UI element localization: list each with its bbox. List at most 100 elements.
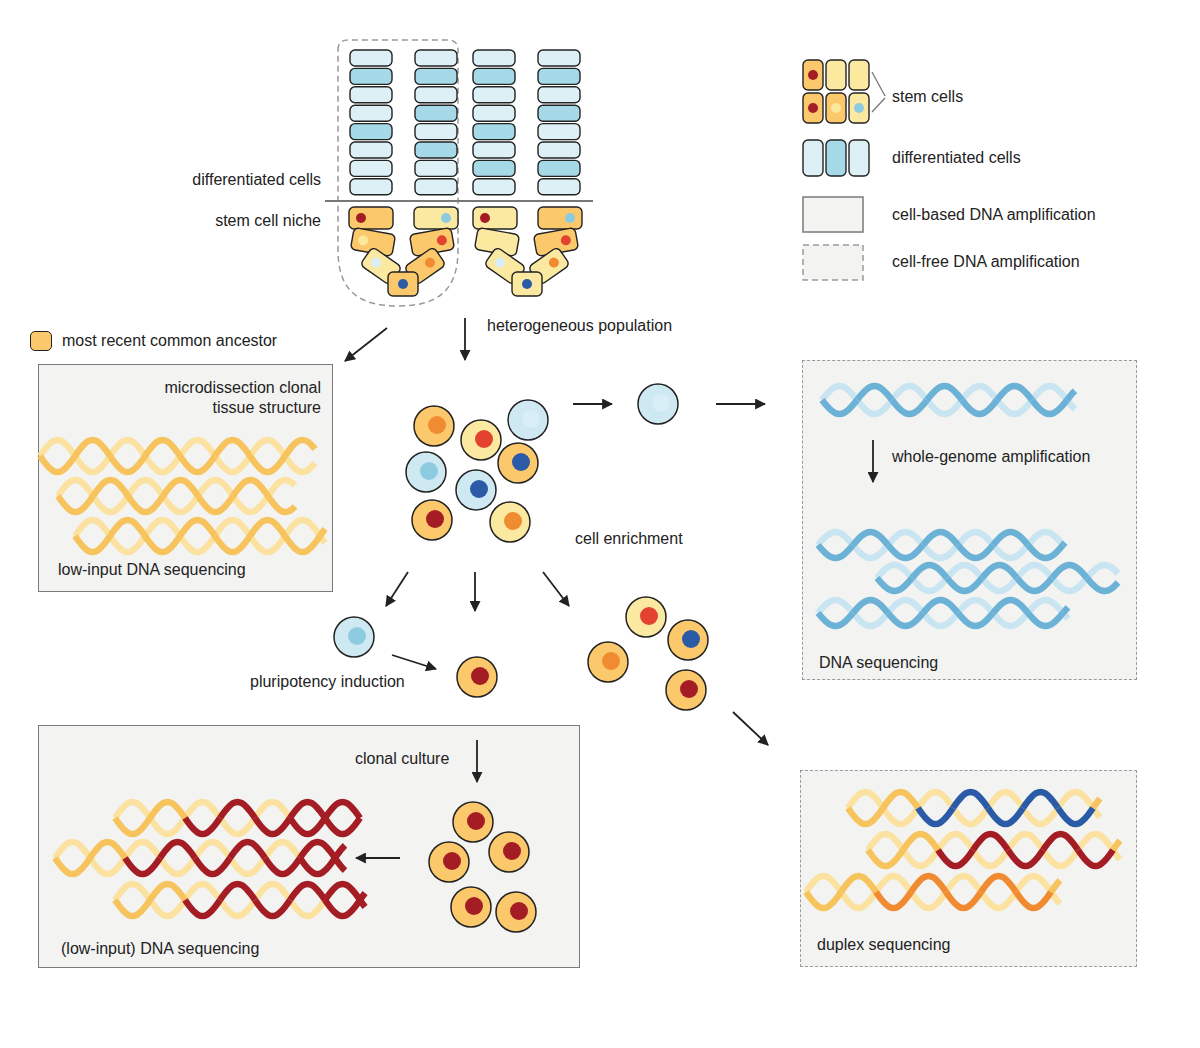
dna-strand <box>198 480 233 496</box>
flow-arrow <box>386 572 408 606</box>
dna-strand <box>993 613 1028 626</box>
dna-strand <box>180 520 215 536</box>
cell-body <box>803 140 823 176</box>
dna-strand <box>255 900 290 916</box>
flow-arrow <box>356 857 400 859</box>
cell-body <box>538 207 582 229</box>
cell-body <box>538 124 580 140</box>
dna-strand <box>90 842 125 858</box>
dna-strand <box>1023 808 1058 824</box>
differentiated-cell <box>538 105 580 121</box>
dna-helix <box>40 440 315 472</box>
round-cell <box>334 617 374 657</box>
legend-text: stem cells <box>892 87 963 107</box>
flow-arrow <box>345 328 387 361</box>
clone-outline <box>338 40 458 306</box>
dna-strand <box>962 400 997 414</box>
dna-strand <box>150 818 185 834</box>
stem-cell <box>528 247 570 286</box>
cell-body <box>666 670 706 710</box>
cell-nucleus <box>356 213 366 223</box>
dna-strand <box>1016 892 1051 908</box>
annotation-label: stem cell niche <box>215 211 321 231</box>
cell-body <box>538 179 580 195</box>
differentiated-cell <box>538 68 580 84</box>
annotation-label: heterogeneous population <box>487 316 672 336</box>
cell-body <box>350 124 392 140</box>
dna-strand <box>58 480 93 496</box>
dna-strand <box>145 536 180 552</box>
differentiated-cell <box>538 160 580 176</box>
cell-body <box>349 207 393 229</box>
cell-nucleus <box>854 70 864 80</box>
dna-strand <box>888 532 923 545</box>
stem-cell <box>533 228 578 257</box>
dna-strand <box>853 613 888 626</box>
round-cell <box>638 384 678 424</box>
cell-body <box>528 247 570 286</box>
dna-strand <box>128 480 163 496</box>
box-text: (low-input) DNA sequencing <box>61 939 259 959</box>
dna-strand <box>853 532 888 545</box>
dna-strand <box>250 536 285 552</box>
dna-strand <box>220 818 255 834</box>
dna-strand <box>285 440 315 456</box>
dna-strand <box>822 400 857 414</box>
flow-arrow <box>474 572 476 611</box>
dna-strand <box>918 792 953 808</box>
box-text: microdissection clonal tissue structure <box>161 378 321 418</box>
dna-strand <box>268 480 295 496</box>
dna-strand <box>1043 834 1078 850</box>
dna-strand <box>876 876 911 892</box>
dna-strand <box>185 900 220 916</box>
dna-strand <box>818 532 853 545</box>
cell-body <box>538 160 580 176</box>
dna-strand <box>285 520 320 536</box>
dna-strand <box>93 480 128 496</box>
legend-stem-cell <box>803 93 823 123</box>
cell-nucleus <box>547 256 561 270</box>
legend-text: differentiated cells <box>892 148 1021 168</box>
dna-strand <box>877 565 912 578</box>
flow-arrow <box>392 655 436 669</box>
dna-strand <box>841 876 876 892</box>
dna-strand <box>150 884 185 900</box>
cell-nucleus <box>510 902 528 920</box>
dna-strand <box>982 578 1017 591</box>
round-cell <box>666 670 706 710</box>
cell-nucleus <box>682 630 700 648</box>
cell-body <box>415 179 457 195</box>
cell-nucleus <box>426 510 444 528</box>
cell-body <box>451 887 491 927</box>
dna-strand <box>993 600 1028 613</box>
cell-nucleus <box>854 103 864 113</box>
dna-helix <box>75 520 325 552</box>
differentiated-cell <box>538 124 580 140</box>
flow-arrow <box>716 403 765 405</box>
round-cell <box>461 420 501 460</box>
dna-strand <box>265 858 300 874</box>
cell-body <box>415 124 457 140</box>
cell-nucleus <box>831 70 841 80</box>
dna-strand <box>75 520 110 536</box>
cell-body <box>668 620 708 660</box>
dna-strand <box>883 792 918 808</box>
dna-strand <box>988 808 1023 824</box>
dna-strand <box>220 884 255 900</box>
dna-strand <box>958 545 993 558</box>
dna-strand <box>300 858 335 874</box>
dna-strand <box>290 818 325 834</box>
legend-stem-cell <box>849 93 869 123</box>
dna-strand <box>325 802 360 818</box>
dna-strand <box>145 456 180 472</box>
cell-body <box>415 68 457 84</box>
dna-strand <box>923 532 958 545</box>
dna-strand <box>1087 565 1118 578</box>
differentiated-cell <box>473 179 515 195</box>
dna-strand <box>128 496 163 512</box>
dna-strand <box>888 545 923 558</box>
cell-nucleus <box>436 234 448 246</box>
cell-body <box>453 802 493 842</box>
dna-strand <box>1093 799 1100 808</box>
dna-strand <box>1063 543 1065 545</box>
